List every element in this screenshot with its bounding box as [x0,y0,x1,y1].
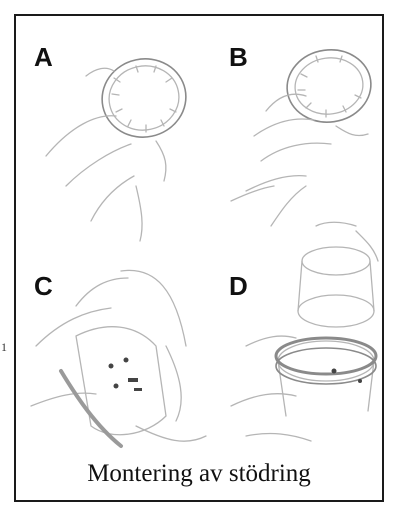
figure-frame: A B C D Montering av stödring [14,14,384,502]
panel-label-b: B [229,44,248,70]
figure-caption: Montering av stödring [16,460,382,488]
panel-label-c: C [34,273,53,299]
panel-label-a: A [34,44,53,70]
margin-mark: 1 [1,340,9,354]
illustration-sketches [16,16,382,500]
panel-label-d: D [229,273,248,299]
panel-c-illustration [31,270,206,446]
panel-d-illustration [231,222,378,441]
panel-a-illustration [46,51,193,241]
panel-b-illustration [231,45,376,226]
